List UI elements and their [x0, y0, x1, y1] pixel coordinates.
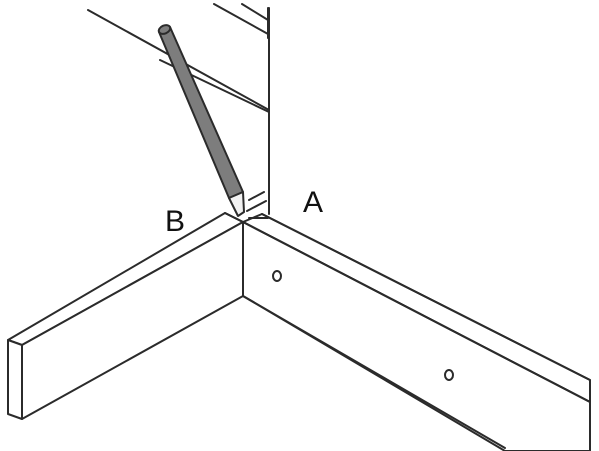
joint-mark-4 — [224, 212, 244, 223]
board-b — [7, 212, 244, 420]
board-a-top-edge-inner — [261, 213, 591, 381]
screw-hole-1 — [272, 270, 282, 282]
board-b-end-face — [7, 339, 23, 420]
frame-corner-top-2 — [241, 3, 269, 21]
background-frame — [87, 3, 270, 215]
board-a-bottom-edge — [242, 295, 506, 449]
corner-joint-marks — [224, 191, 269, 223]
pencil-tip — [228, 191, 245, 217]
pencil-end — [157, 24, 172, 35]
pencil-body — [158, 26, 244, 199]
pencil-icon — [157, 24, 245, 217]
board-a-front-face — [242, 221, 591, 451]
board-a — [242, 213, 591, 451]
board-a-front-edge — [242, 221, 591, 403]
joint-mark-1 — [248, 191, 265, 201]
joint-mark-2 — [246, 200, 267, 212]
label-a: A — [303, 186, 324, 219]
label-b: B — [165, 205, 186, 238]
frame-corner-top-1 — [213, 3, 269, 35]
screw-hole-2 — [444, 369, 454, 381]
